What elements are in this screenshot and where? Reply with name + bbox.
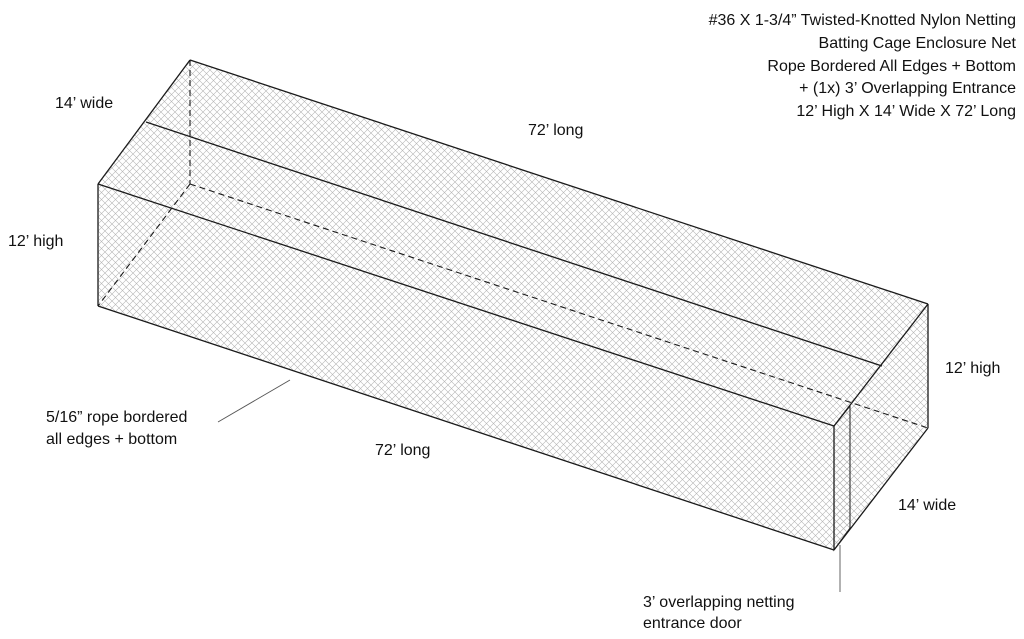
left-height-label: 12’ high — [8, 233, 63, 250]
front-netting-panel — [98, 184, 834, 550]
spec-line-netting: #36 X 1-3/4” Twisted-Knotted Nylon Netti… — [709, 12, 1016, 29]
spec-block: #36 X 1-3/4” Twisted-Knotted Nylon Netti… — [709, 12, 1017, 120]
end-netting-panel — [834, 304, 928, 550]
top-length-label: 72’ long — [528, 122, 583, 139]
door-callout-line1: 3’ overlapping netting — [643, 594, 795, 611]
top-front-edge — [97, 183, 835, 427]
netting-panels — [98, 60, 928, 552]
visible-edges — [97, 59, 929, 551]
hidden-edges — [97, 60, 929, 429]
entrance-door-panel — [833, 404, 851, 552]
spec-line-entrance: + (1x) 3’ Overlapping Entrance — [799, 80, 1016, 97]
right-width-label: 14’ wide — [898, 497, 956, 514]
rope-callout-line1: 5/16” rope bordered — [46, 409, 187, 426]
door-callout-line2: entrance door — [643, 615, 742, 632]
bottom-length-label: 72’ long — [375, 442, 430, 459]
rope-callout-line2: all edges + bottom — [46, 431, 177, 448]
spec-line-dimensions: 12’ High X 14’ Wide X 72’ Long — [796, 103, 1016, 120]
top-center-seam — [145, 121, 883, 367]
rope-leader-line — [217, 379, 291, 423]
right-height-label: 12’ high — [945, 360, 1000, 377]
spec-line-rope: Rope Bordered All Edges + Bottom — [767, 58, 1016, 75]
spec-line-product: Batting Cage Enclosure Net — [819, 35, 1017, 52]
top-back-edge — [189, 59, 929, 305]
left-width-label: 14’ wide — [55, 95, 113, 112]
rear-bottom-width-edge — [97, 183, 191, 307]
top-left-edge — [97, 59, 191, 185]
front-bottom-edge — [97, 305, 835, 551]
end-bottom-edge — [833, 427, 929, 551]
